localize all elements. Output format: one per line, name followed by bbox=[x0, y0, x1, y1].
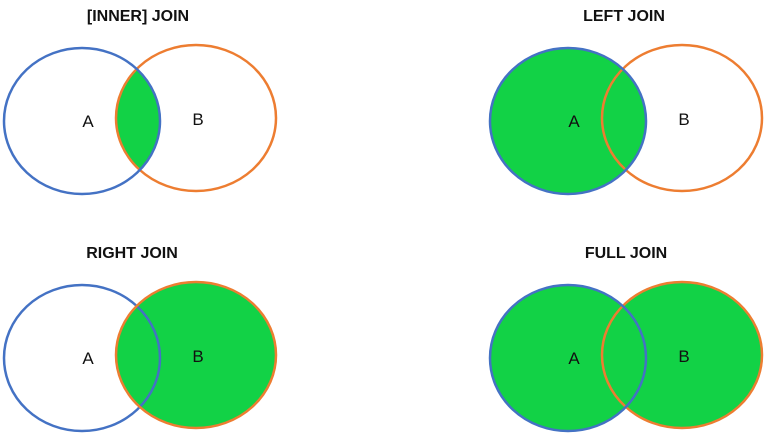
set-b-circle bbox=[114, 43, 278, 193]
set-a-fill bbox=[490, 48, 646, 194]
set-b-fill bbox=[602, 282, 762, 428]
panel-title: RIGHT JOIN bbox=[86, 245, 178, 262]
set-a-label: A bbox=[82, 112, 94, 131]
set-b-label: B bbox=[678, 110, 689, 129]
set-b-circle bbox=[600, 43, 764, 193]
set-a-circle bbox=[488, 46, 648, 196]
set-b-label: B bbox=[192, 110, 203, 129]
panel-title: LEFT JOIN bbox=[583, 8, 665, 25]
set-a-label: A bbox=[568, 349, 580, 368]
set-a-label: A bbox=[82, 349, 94, 368]
set-a-label: A bbox=[568, 112, 580, 131]
panel-title: [INNER] JOIN bbox=[86, 8, 190, 25]
set-b-label: B bbox=[192, 347, 203, 366]
set-a-fill bbox=[490, 285, 646, 431]
panel-title: FULL JOIN bbox=[584, 245, 668, 262]
set-a-circle bbox=[2, 46, 162, 196]
set-b-fill bbox=[116, 282, 276, 428]
set-b-label: B bbox=[678, 347, 689, 366]
